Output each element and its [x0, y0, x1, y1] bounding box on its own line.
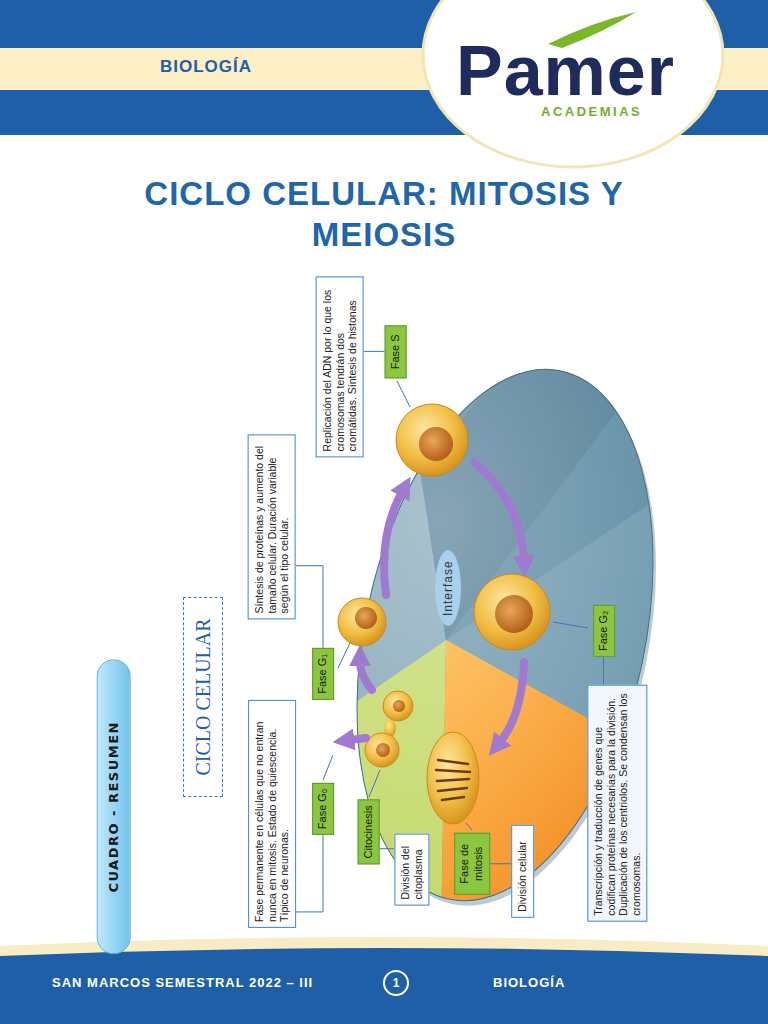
- s-cell: [396, 404, 468, 476]
- node-text: Fase G₂: [597, 610, 611, 652]
- node-text: Fase de mitosis: [458, 838, 486, 890]
- node-text: Fase permanente en células que no entran…: [253, 706, 291, 922]
- footer-band: [0, 948, 768, 1024]
- cycle-arrow: [474, 462, 524, 560]
- g0-exit-arrow: [350, 738, 366, 740]
- leader-line: [553, 622, 588, 628]
- leader-line: [603, 657, 604, 685]
- daughter-cell: [365, 733, 399, 767]
- interphase-center: [435, 550, 461, 626]
- cycle-arrow: [500, 662, 524, 742]
- node-text: Transcripción y traducción de genes que …: [592, 691, 642, 916]
- phase-label: Fase G₀: [312, 783, 334, 835]
- mitosis-cell: [427, 732, 479, 824]
- phase-center-label: Interfase: [441, 560, 455, 616]
- node-text: CICLO CELULAR: [191, 606, 215, 788]
- phase-label: Fase G₂: [593, 605, 615, 657]
- description-box: Replicación del ADN por lo que los cromo…: [315, 276, 363, 457]
- cycle-arrow: [360, 662, 372, 690]
- node-text: 1: [385, 972, 407, 994]
- page-number: 1: [383, 970, 409, 996]
- cell-nucleus: [495, 595, 533, 633]
- leader-line: [323, 755, 333, 780]
- daughter-cell: [383, 691, 413, 721]
- description-box: Fase permanente en células que no entran…: [248, 700, 296, 928]
- leader-line: [338, 643, 350, 668]
- node-text: Fase G₀: [316, 788, 330, 830]
- leader-line: [296, 835, 323, 912]
- node-text: División celular: [516, 830, 529, 911]
- header-subject: BIOLOGÍA: [160, 57, 252, 77]
- cycle-arrow: [384, 492, 402, 595]
- leader-line: [369, 770, 380, 797]
- chromosomes: [436, 760, 470, 800]
- node-text: Citocinesis: [362, 804, 376, 859]
- logo-badge: [423, 0, 723, 167]
- disc-outline: [312, 342, 698, 928]
- footer-subject: BIOLOGÍA: [493, 975, 565, 991]
- description-box: División celular: [511, 824, 534, 917]
- logo-wordmark: Pamer: [456, 36, 675, 106]
- node-text: Fase G₁: [316, 653, 330, 695]
- leader-line: [379, 848, 394, 849]
- cell-nucleus: [393, 700, 405, 712]
- node-text: Fase S: [389, 330, 403, 373]
- summary-pill: CUADRO - RESUMEN: [97, 659, 131, 954]
- leader-line: [466, 823, 472, 830]
- node-text: División del citoplasma: [399, 839, 424, 899]
- node-text: CUADRO - RESUMEN: [106, 670, 122, 943]
- leader-line: [295, 566, 323, 648]
- leader-line: [363, 351, 385, 352]
- node-text: Síntesis de proteínas y aumento del tama…: [252, 440, 290, 613]
- section-title-box: CICLO CELULAR: [183, 597, 223, 797]
- g1-cell: [338, 598, 386, 646]
- description-box: Síntesis de proteínas y aumento del tama…: [247, 434, 295, 619]
- footer-course: SAN MARCOS SEMESTRAL 2022 – III: [52, 975, 313, 991]
- phase-label: Fase G₁: [312, 648, 334, 700]
- node-text: Replicación del ADN por lo que los cromo…: [320, 282, 358, 451]
- leader-line: [489, 863, 511, 864]
- phase-label: Fase S: [385, 325, 407, 378]
- page-title: CICLO CELULAR: MITOSIS Y MEIOSIS: [134, 173, 634, 255]
- description-box: Transcripción y traducción de genes que …: [587, 685, 647, 922]
- description-box: División del citoplasma: [394, 833, 429, 905]
- cell-nucleus: [419, 427, 453, 461]
- cycle-arrows: [350, 462, 524, 742]
- phase-label: Fase de mitosis: [454, 833, 490, 895]
- cell-nucleus: [376, 743, 390, 757]
- g2-cell: [474, 574, 550, 650]
- leader-line: [397, 381, 410, 407]
- logo-subtitle: ACADEMIAS: [541, 104, 642, 120]
- phase-label: Citocinesis: [358, 799, 380, 864]
- cell-nucleus: [355, 607, 377, 629]
